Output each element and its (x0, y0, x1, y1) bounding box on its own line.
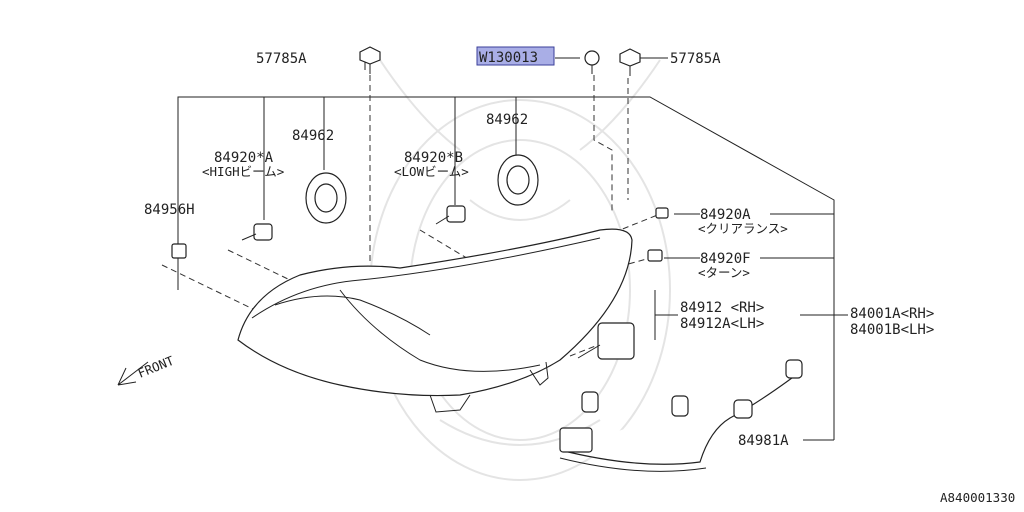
label-low-beam-seal: 84962 (486, 112, 528, 128)
label-assembly-rh: 84001A<RH> (850, 306, 934, 322)
label-module-lh: 84912A<LH> (680, 316, 764, 332)
clip-icon (584, 50, 600, 74)
control-module (577, 322, 635, 360)
wiring-harness (559, 359, 803, 472)
label-clearance-bulb-part: 84920A (700, 207, 751, 223)
bolt-icon (359, 46, 381, 74)
frame-lines (177, 57, 848, 441)
label-low-beam-bulb-note: <LOWビーム> (394, 164, 469, 179)
watermark-emblem (369, 59, 671, 481)
highlight-box (476, 46, 555, 66)
label-harness: 84981A (738, 433, 789, 449)
label-highlighted-clip[interactable]: W130013 (479, 50, 538, 66)
label-side-bulb-part: 84956H (144, 202, 195, 218)
bulb-icon (435, 205, 466, 225)
label-top-right-bolt: 57785A (670, 51, 721, 67)
bulb-icon (647, 249, 663, 262)
label-turn-bulb-note: <ターン> (698, 265, 750, 280)
label-low-beam-bulb-part: 84920*B (404, 150, 463, 166)
bolt-icon (619, 48, 641, 76)
bulb-icon (171, 243, 187, 259)
label-high-beam-bulb-part: 84920*A (214, 150, 274, 166)
bulb-icon (241, 223, 273, 241)
seal-ring-icon (497, 154, 539, 206)
label-high-beam-bulb-note: <HIGHビーム> (202, 164, 284, 179)
label-front-arrow: FRONT (136, 353, 177, 381)
bulb-icon (655, 207, 669, 219)
label-assembly-lh: 84001B<LH> (850, 322, 934, 338)
label-diagram-code: A840001330 (940, 490, 1015, 505)
seal-ring-icon (305, 172, 347, 224)
label-module-rh: 84912 <RH> (680, 300, 764, 316)
label-top-left-bolt: 57785A (256, 51, 307, 67)
label-high-beam-seal: 84962 (292, 128, 334, 144)
label-clearance-bulb-note: <クリアランス> (698, 221, 788, 236)
label-turn-bulb-part: 84920F (700, 251, 751, 267)
headlight-housing (237, 228, 633, 413)
front-arrow-icon (117, 361, 149, 386)
